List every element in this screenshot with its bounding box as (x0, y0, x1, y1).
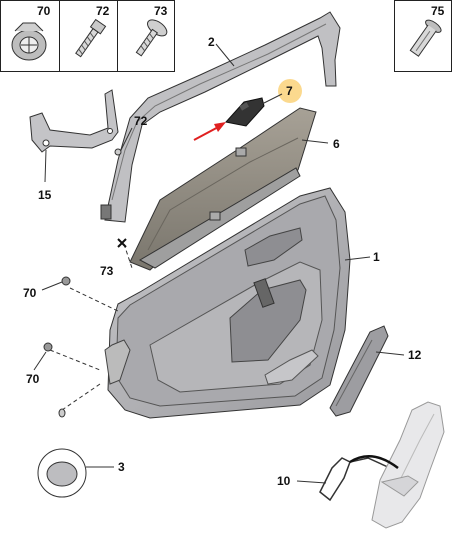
leader-6 (301, 139, 329, 144)
leader-10 (296, 480, 327, 484)
leader-2 (215, 43, 235, 67)
cap-3 (46, 461, 78, 487)
part-number-70: 70 (37, 4, 51, 18)
fastener-parts-box: 70 72 73 (0, 0, 175, 72)
callout-3: 3 (118, 460, 125, 474)
callout-1: 1 (373, 250, 380, 264)
dash-70-bottom (49, 349, 101, 371)
part-number-75: 75 (431, 4, 445, 18)
leader-70-lower (33, 351, 47, 371)
switch-7 (225, 97, 265, 127)
pull-handle-12 (329, 325, 389, 417)
callout-72: 72 (134, 114, 148, 128)
callout-12: 12 (408, 348, 422, 362)
callout-73: 73 (100, 264, 114, 278)
dash-3 (61, 383, 101, 411)
screw-icon (75, 18, 107, 58)
clip-70-upper (61, 276, 71, 286)
part-number-73: 73 (154, 4, 168, 18)
callout-70-upper: 70 (23, 286, 37, 300)
screw-73-small (117, 238, 127, 248)
door-detail-illustration (371, 401, 445, 529)
rivet-part-box: 75 (394, 0, 452, 72)
leader-15 (44, 149, 47, 183)
callout-15: 15 (38, 188, 52, 202)
window-frame-strip (100, 11, 341, 223)
callout-70-lower: 70 (26, 372, 40, 386)
rivet-small (58, 408, 66, 418)
part-cell-70: 70 (1, 1, 60, 71)
door-panel-1 (104, 187, 351, 419)
screw-72-small (114, 148, 122, 156)
leader-70-upper (41, 281, 63, 291)
part-number-72: 72 (96, 4, 110, 18)
dash-70-top (69, 287, 121, 313)
dash-73 (123, 243, 133, 269)
callout-2: 2 (208, 35, 215, 49)
part-cell-72: 72 (60, 1, 118, 71)
red-arrow (193, 122, 226, 141)
leader-1 (344, 256, 371, 261)
clip-fastener-icon (11, 22, 47, 61)
sunblind-6 (129, 107, 317, 271)
pointer-curve (349, 455, 399, 469)
leader-72 (119, 127, 133, 153)
leader-12 (375, 351, 405, 356)
leader-7 (261, 93, 283, 105)
bracket-15 (29, 89, 119, 153)
part-cell-73: 73 (118, 1, 176, 71)
pan-head-screw-icon (135, 19, 168, 57)
highlight-circle-7 (278, 79, 302, 103)
callout-10: 10 (277, 474, 291, 488)
push-rivet-icon (409, 19, 442, 57)
callout-6: 6 (333, 137, 340, 151)
callout-7: 7 (286, 84, 293, 98)
clip-70-lower (43, 342, 53, 352)
